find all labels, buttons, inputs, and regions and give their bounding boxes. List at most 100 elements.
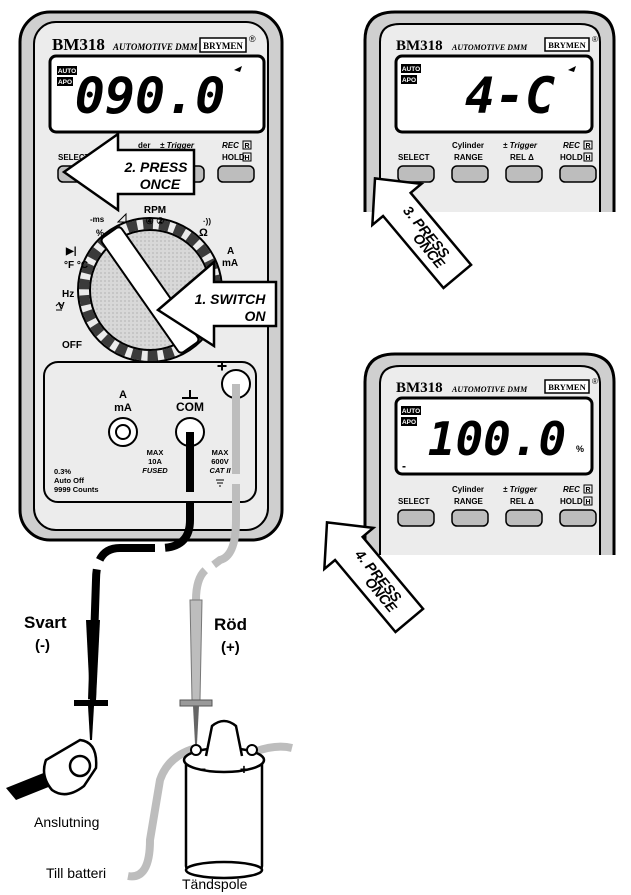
- meter-screen-3: BM318 AUTOMOTIVE DMM BRYMEN ® AUTO APO 1…: [363, 352, 616, 555]
- step3-arrow: 3. PRESS ONCE: [370, 176, 473, 290]
- trigger-label-1: ± Trigger: [160, 141, 195, 150]
- red-sign-label: (+): [221, 639, 240, 656]
- registered-mark-3: ®: [592, 377, 598, 386]
- test-leads: [6, 384, 293, 881]
- step1-line2: ON: [245, 308, 267, 324]
- lcd-3: [394, 396, 594, 476]
- lcd-3-unit: %: [576, 444, 584, 454]
- jack-panel: [43, 361, 257, 503]
- hold-button-2[interactable]: [559, 165, 597, 183]
- ac-dc-icon: [55, 303, 63, 311]
- hold-label-2: HOLD: [560, 153, 583, 162]
- jack-ma[interactable]: [108, 417, 138, 447]
- rel-button-3[interactable]: [505, 509, 543, 527]
- hold-button-3[interactable]: [559, 509, 597, 527]
- hold-box-letter-1: H: [244, 155, 249, 162]
- model-label-3: BM318: [396, 380, 443, 396]
- dial-hz: Hz: [62, 289, 74, 300]
- apo-badge: [57, 77, 73, 86]
- auto-flag-3: AUTO: [402, 408, 420, 415]
- rec-box-letter-1: R: [244, 143, 249, 150]
- coil-plus: +: [240, 761, 248, 777]
- spec-counts: 9999 Counts: [54, 485, 99, 494]
- connection-label: Anslutning: [34, 814, 99, 830]
- hold-label-1: HOLD: [222, 153, 245, 162]
- spec-autooff: Auto Off: [54, 476, 84, 485]
- jack-ma-inner: [115, 424, 131, 440]
- step1-arrow: 1. SWITCH ON: [155, 259, 278, 349]
- black-sign-label: (-): [35, 637, 50, 654]
- battery-wire: [127, 744, 198, 881]
- red-lead-label: Röd: [214, 615, 247, 634]
- fused-label: FUSED: [142, 466, 168, 475]
- cylinder-partial-label: der: [138, 141, 150, 150]
- trigger-label-3: ± Trigger: [503, 485, 538, 494]
- volt-limit-label: 600V: [211, 457, 229, 466]
- lcd-1: [48, 54, 266, 134]
- lcd-1-reading: 090.0: [75, 67, 226, 125]
- model-label-2: BM318: [396, 38, 443, 54]
- rec-label-3: REC: [563, 485, 580, 494]
- rel-label-3: REL Δ: [510, 497, 534, 506]
- dial-diode: ▶|: [65, 246, 77, 257]
- cylinder-label-3: Cylinder: [452, 485, 484, 494]
- step2-line2: ONCE: [140, 176, 181, 192]
- step2-line1: 2. PRESS: [123, 159, 188, 175]
- dial-plus: +: [217, 356, 228, 376]
- auto-flag: AUTO: [58, 68, 76, 75]
- apo-flag-3: APO: [402, 419, 416, 426]
- lcd-3-neg: -: [402, 459, 406, 473]
- subtitle-label-3: AUTOMOTIVE DMM: [451, 385, 528, 394]
- coil-wire-right: [252, 742, 293, 756]
- rel-button-2[interactable]: [505, 165, 543, 183]
- battery-label: Till batteri: [46, 865, 106, 881]
- select-button-2[interactable]: [397, 165, 435, 183]
- select-button-3[interactable]: [397, 509, 435, 527]
- dial-temp: °F °C: [64, 260, 88, 271]
- rec-box-1: [242, 140, 252, 150]
- cat-label: CAT II: [209, 466, 231, 475]
- rec-box-letter-2: R: [585, 143, 590, 150]
- cylinder-label-2: Cylinder: [452, 141, 484, 150]
- step2-arrow: 2. PRESS ONCE: [61, 131, 196, 213]
- hold-box-letter-2: H: [585, 155, 590, 162]
- select-label-1: SELECT: [58, 153, 90, 162]
- subtitle-label-2: AUTOMOTIVE DMM: [451, 43, 528, 52]
- black-probe-guard: [74, 700, 108, 706]
- rec-label-2: REC: [563, 141, 580, 150]
- hold-button-1[interactable]: [217, 165, 255, 183]
- ignition-coil: − +: [182, 719, 266, 880]
- lcd-3-reading: 100.0: [428, 412, 566, 466]
- brymen-logo-2: BRYMEN: [548, 40, 586, 50]
- select-label-3: SELECT: [398, 497, 430, 506]
- max-left-label: MAX: [147, 448, 164, 457]
- step1-line1: 1. SWITCH: [195, 291, 267, 307]
- lcd-2-reading: 4-C: [465, 67, 555, 125]
- dial-rpm-sub: ④ ②: [146, 216, 165, 226]
- red-lead-cable: [192, 384, 240, 700]
- dial-rpm: RPM: [144, 205, 166, 216]
- jack-a-label: A: [119, 389, 127, 401]
- range-button-3[interactable]: [451, 509, 489, 527]
- brymen-logo: BRYMEN: [203, 41, 243, 51]
- hold-box-1: [242, 152, 252, 162]
- auto-badge: [57, 66, 77, 75]
- rec-label-1: REC: [222, 141, 239, 150]
- brymen-logo-3: BRYMEN: [548, 382, 586, 392]
- max-right-label: MAX: [212, 448, 229, 457]
- registered-mark-2: ®: [592, 35, 598, 44]
- apo-flag-2: APO: [402, 77, 416, 84]
- range-button-2[interactable]: [451, 165, 489, 183]
- hold-box-letter-3: H: [585, 499, 590, 506]
- rec-box-letter-3: R: [585, 487, 590, 494]
- amp-limit-label: 10A: [148, 457, 162, 466]
- spec-accuracy: 0.3%: [54, 467, 71, 476]
- signal-icon: [234, 66, 242, 72]
- dial-ms: -ms: [90, 215, 105, 224]
- auto-flag-2: AUTO: [402, 66, 420, 73]
- coil-tower: [204, 719, 244, 757]
- jack-ma-label: mA: [114, 402, 132, 414]
- dial-v: V: [58, 301, 65, 312]
